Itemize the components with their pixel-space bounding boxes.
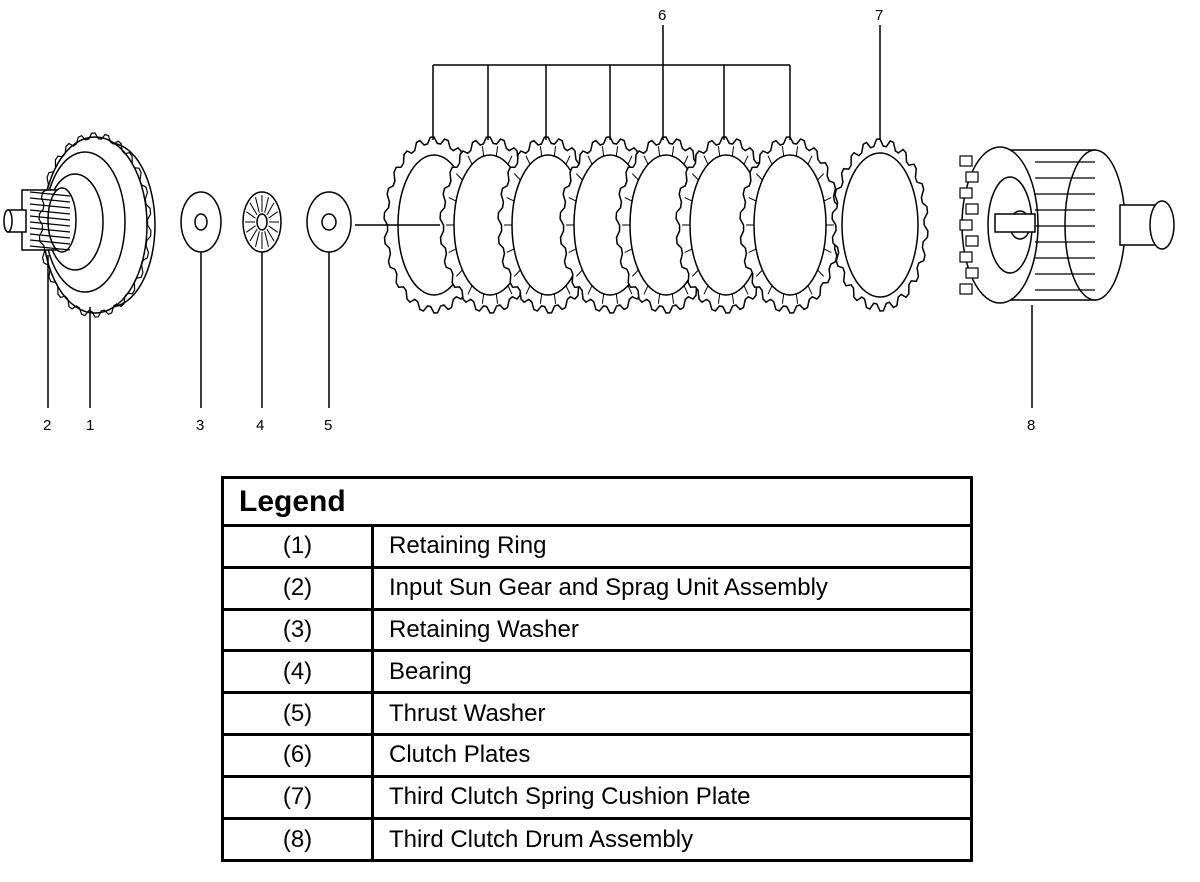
legend-number: (7) <box>224 777 374 817</box>
legend-number: (4) <box>224 652 374 692</box>
third-clutch-drum <box>961 146 1175 304</box>
legend-description: Clutch Plates <box>389 741 531 769</box>
legend-number: (8) <box>224 819 374 862</box>
legend-number: (5) <box>224 694 374 733</box>
legend-number: (2) <box>224 568 374 608</box>
legend-description: Retaining Ring <box>389 532 547 560</box>
legend-row: (4) Bearing <box>224 652 970 695</box>
legend-number: (3) <box>224 610 374 650</box>
bearing-rollers <box>245 195 279 249</box>
callout-7: 7 <box>875 7 883 24</box>
legend-row: (2) Input Sun Gear and Sprag Unit Assemb… <box>224 568 970 611</box>
legend-row: (8) Third Clutch Drum Assembly <box>224 819 970 862</box>
legend-row: (6) Clutch Plates <box>224 735 970 778</box>
callout-8: 8 <box>1027 417 1035 434</box>
callout-6: 6 <box>658 7 666 24</box>
legend-description: Retaining Washer <box>389 615 579 643</box>
legend-row: (7) Third Clutch Spring Cushion Plate <box>224 777 970 820</box>
legend-row: (5) Thrust Washer <box>224 694 970 736</box>
clutch-plate <box>739 136 841 314</box>
callout-4: 4 <box>256 417 264 434</box>
retaining-washer <box>180 191 222 253</box>
legend-row: (3) Retaining Washer <box>224 610 970 653</box>
callout-2: 2 <box>43 417 51 434</box>
legend-number: (6) <box>224 735 374 775</box>
legend-number: (1) <box>224 527 374 566</box>
legend-description: Input Sun Gear and Sprag Unit Assembly <box>389 574 828 602</box>
exploded-view-diagram: 2 1 3 4 5 6 7 8 <box>3 7 1175 434</box>
legend-description: Thrust Washer <box>389 699 546 727</box>
legend-description: Third Clutch Spring Cushion Plate <box>389 783 751 811</box>
thrust-washer <box>306 191 352 253</box>
spring-cushion-plate <box>831 138 929 312</box>
legend-description: Third Clutch Drum Assembly <box>389 826 694 854</box>
legend-description: Bearing <box>389 657 472 685</box>
callout-3: 3 <box>196 417 204 434</box>
legend-table: Legend (1) Retaining Ring (2) Input Sun … <box>221 476 973 862</box>
leader-lines <box>47 25 1033 408</box>
callout-1: 1 <box>86 417 94 434</box>
gear-teeth <box>29 132 152 318</box>
legend-row: (1) Retaining Ring <box>224 527 970 569</box>
clutch-plates <box>383 136 841 314</box>
drum-splines <box>959 155 1095 295</box>
callout-5: 5 <box>324 417 332 434</box>
legend-title: Legend <box>224 479 970 527</box>
